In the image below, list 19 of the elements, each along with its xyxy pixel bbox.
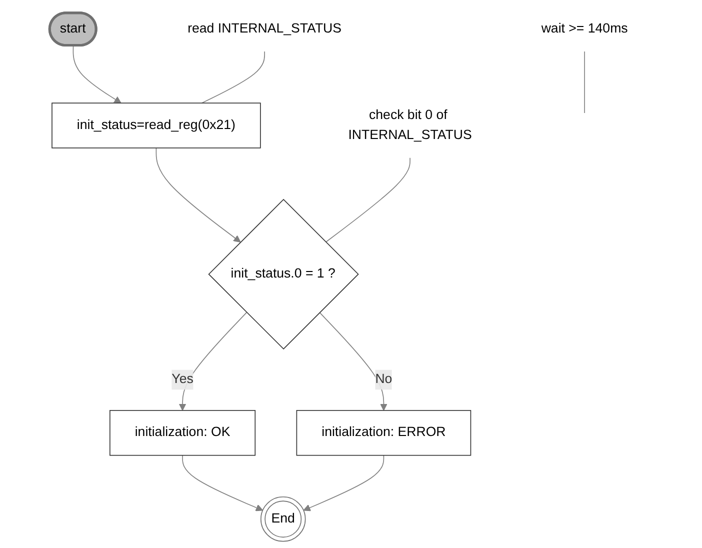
leader-line (201, 51, 265, 104)
arrow (178, 312, 247, 411)
arrow (72, 45, 122, 104)
edge-label: No (375, 372, 392, 386)
node-box: initialization: OK (109, 410, 256, 456)
arrow (303, 454, 384, 512)
node-text: read INTERNAL_STATUS (187, 22, 342, 36)
node-text: check bit 0 of INTERNAL_STATUS (348, 108, 472, 142)
edge-label: Yes (171, 372, 194, 386)
node-text: wait >= 140ms (541, 22, 628, 36)
node-diamond: init_status.0 = 1 ? (208, 198, 359, 350)
leader-line (584, 51, 585, 114)
leader-line (325, 158, 410, 243)
node-box: initialization: ERROR (296, 410, 471, 456)
arrow (156, 148, 241, 242)
arrow (318, 312, 388, 411)
arrow (182, 454, 263, 512)
node-circle: End (260, 496, 306, 542)
node-box: init_status=read_reg(0x21) (51, 102, 261, 148)
